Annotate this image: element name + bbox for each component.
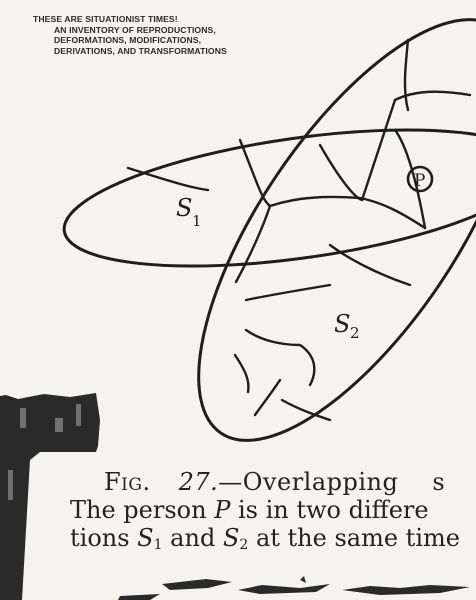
- caption-s2: S: [222, 524, 240, 552]
- bottom-smudges: [118, 576, 470, 600]
- partition-line: [253, 378, 282, 417]
- caption-s1: S: [137, 524, 154, 552]
- person-p-label: P: [414, 171, 425, 191]
- page-header: THESE ARE SITUATIONIST TIMES! AN INVENTO…: [33, 14, 227, 56]
- situation-s2-ellipse: [197, 18, 476, 442]
- partition-line: [233, 353, 250, 394]
- caption-fig-label: Fig.: [104, 468, 151, 496]
- caption-person-p: P: [214, 496, 231, 524]
- situation-s2-subscript: 2: [350, 324, 360, 342]
- caption-line3-b: and: [162, 524, 223, 552]
- partition-line: [328, 243, 412, 287]
- header-subtitle-line-3: DERIVATIONS, AND TRANSFORMATIONS: [54, 45, 227, 56]
- caption-line3-c: at the same time: [248, 524, 460, 552]
- partition-line: [318, 143, 364, 202]
- partition-line: [244, 328, 316, 387]
- caption-line-1: Fig. 27.—Overlapping s: [70, 468, 476, 496]
- caption-fig-number: 27.: [178, 468, 219, 496]
- situation-s1-ellipse: [62, 128, 476, 268]
- partition-line: [393, 90, 472, 102]
- caption-line1-trail: s: [432, 468, 446, 496]
- caption-line1-text: —Overlapping: [218, 468, 399, 496]
- caption-line2-a: The person: [70, 496, 215, 524]
- caption-s1-sub: 1: [153, 537, 163, 553]
- caption-line-2: The person P is in two differe: [70, 496, 476, 524]
- header-title: THESE ARE SITUATIONIST TIMES!: [33, 14, 178, 24]
- situation-s2-label: S: [334, 310, 350, 338]
- header-subtitle-line-1: AN INVENTORY OF REPRODUCTIONS,: [54, 24, 216, 35]
- partition-line: [268, 195, 427, 230]
- situation-s1-subscript: 1: [192, 212, 202, 230]
- partition-line: [244, 283, 332, 302]
- header-subtitle-line-2: DEFORMATIONS, MODIFICATIONS,: [54, 35, 202, 46]
- partition-line: [403, 38, 410, 112]
- partition-line: [360, 98, 397, 202]
- caption-line-3: tions S1 and S2 at the same time: [70, 524, 476, 559]
- situation-s1-label: S: [176, 194, 192, 222]
- figure-caption: Fig. 27.—Overlapping s The person P is in …: [70, 468, 476, 559]
- partition-line: [126, 166, 210, 192]
- caption-line2-b: is in two differe: [230, 496, 429, 524]
- person-p-circle: [406, 165, 434, 193]
- partition-line: [280, 398, 332, 422]
- caption-s2-sub: 2: [239, 537, 249, 553]
- ink-blotch: [0, 393, 100, 600]
- partition-line: [393, 128, 427, 230]
- caption-line3-a: tions: [70, 524, 138, 552]
